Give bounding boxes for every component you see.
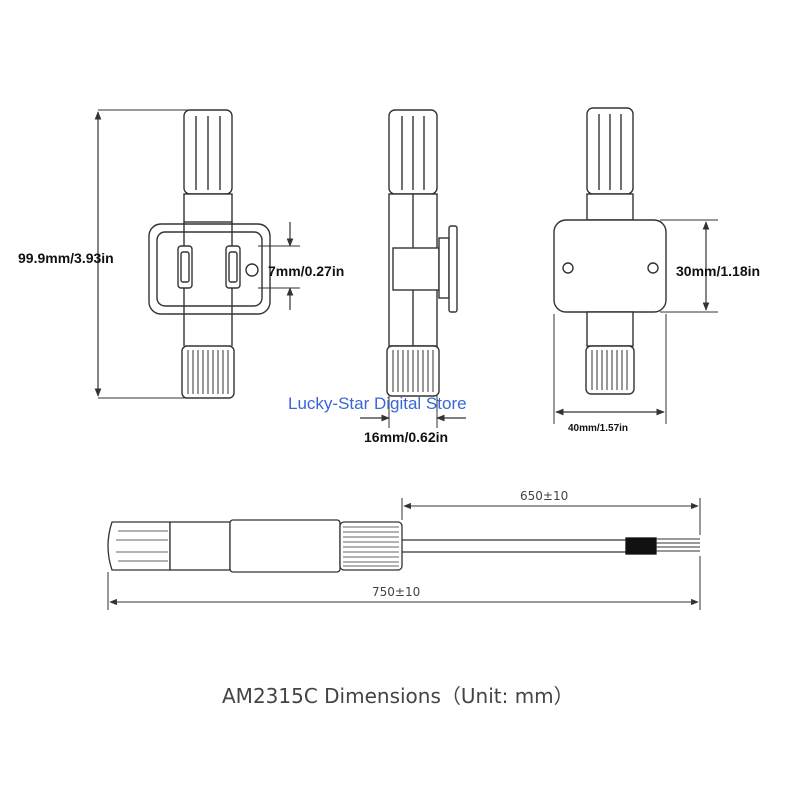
plate-height-label: 30mm/1.18in (676, 263, 760, 279)
side-depth-label: 16mm/0.62in (364, 429, 448, 445)
front-view (94, 109, 300, 399)
back-view (553, 107, 718, 424)
side-view (360, 109, 466, 428)
watermark: Lucky-Star Digital Store (288, 394, 467, 413)
hole-pitch-label: 7mm/0.27in (268, 263, 344, 279)
plate-width-label: 40mm/1.57in (568, 423, 628, 434)
caption: AM2315C Dimensions（Unit: mm） (222, 684, 574, 708)
cable-length-label: 650±10 (520, 489, 568, 503)
cable-view (107, 498, 701, 610)
total-length-label: 750±10 (372, 585, 420, 599)
height-label: 99.9mm/3.93in (18, 250, 114, 266)
